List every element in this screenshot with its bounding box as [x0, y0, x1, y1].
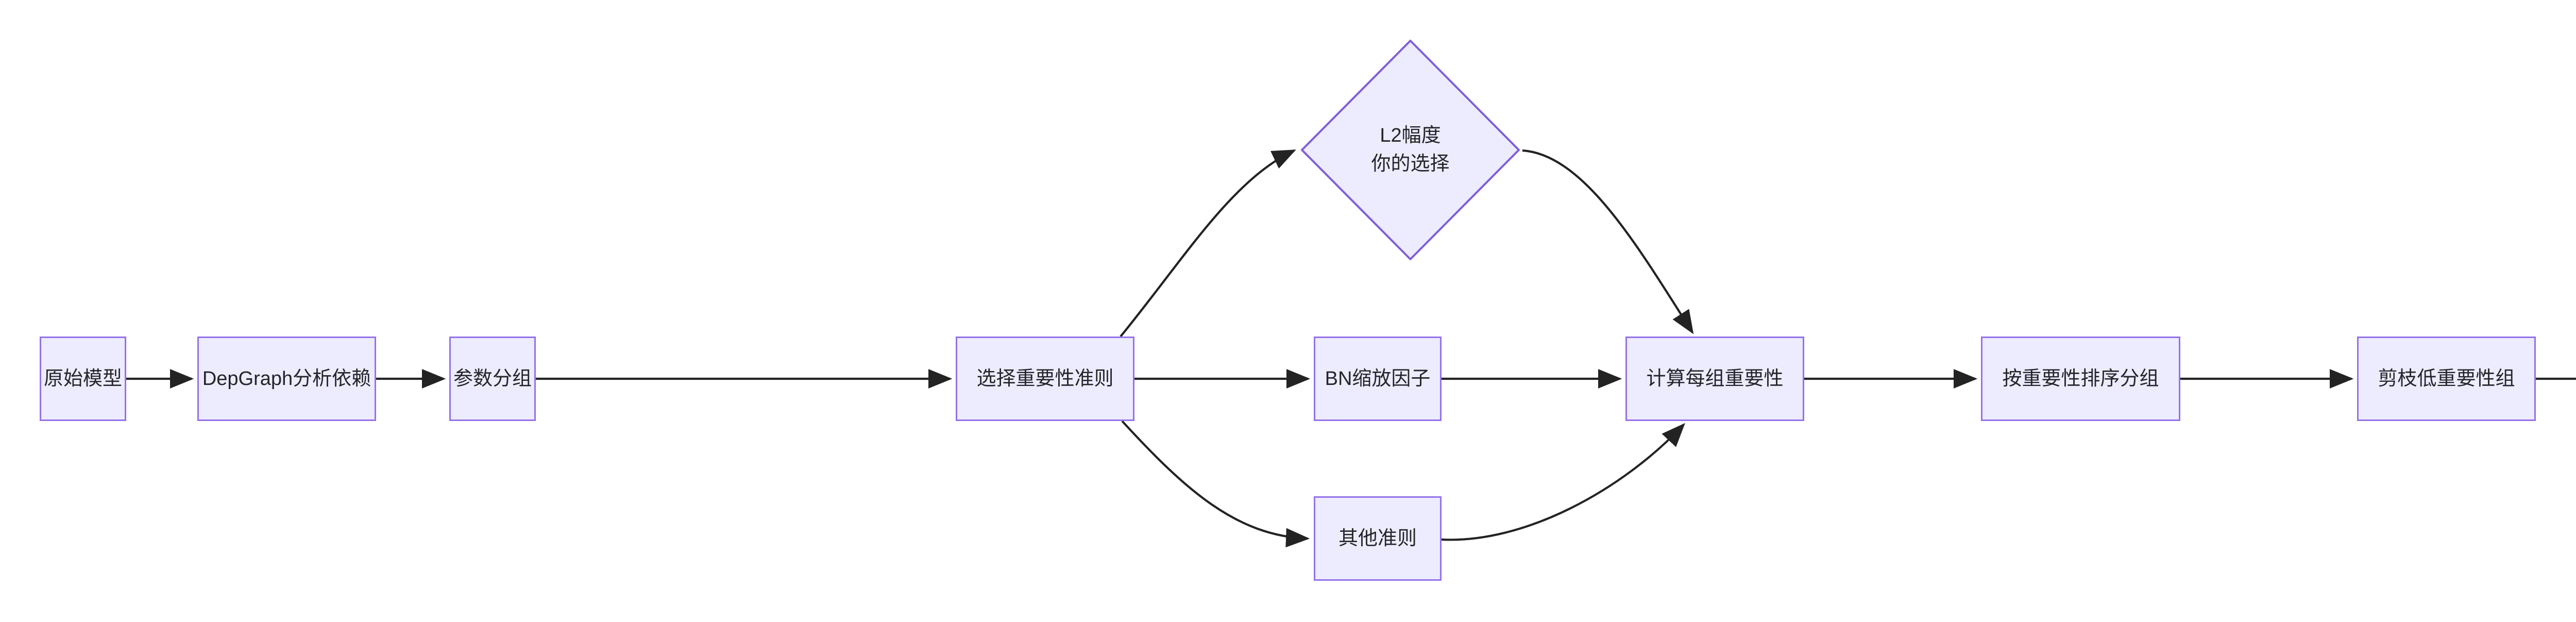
diamond-label-line-2: 你的选择 [1371, 153, 1450, 175]
edge-n5-n8 [1522, 149, 1694, 334]
node-l2-magnitude-decision[interactable]: L2幅度 你的选择 [1301, 40, 1520, 260]
node-compute-group-importance[interactable]: 计算每组重要性 [1625, 337, 1804, 421]
edge-n7-n8 [1441, 423, 1685, 541]
node-label: DepGraph分析依赖 [202, 367, 371, 390]
node-other-criteria[interactable]: 其他准则 [1314, 496, 1442, 581]
node-depgraph-analyze-dependency[interactable]: DepGraph分析依赖 [197, 337, 376, 421]
node-sort-groups-by-importance[interactable]: 按重要性排序分组 [1981, 337, 2180, 421]
node-bn-scaling-factor[interactable]: BN缩放因子 [1314, 337, 1442, 421]
edge-n4-n5 [1120, 149, 1296, 338]
node-original-model[interactable]: 原始模型 [40, 337, 126, 421]
node-label: 剪枝低重要性组 [2378, 367, 2515, 390]
node-label: 参数分组 [453, 367, 532, 390]
diamond-shape [1301, 40, 1520, 260]
diamond-label-group: L2幅度 你的选择 [1301, 40, 1520, 260]
node-select-importance-criterion[interactable]: 选择重要性准则 [956, 337, 1134, 421]
node-prune-low-importance-groups[interactable]: 剪枝低重要性组 [2357, 337, 2536, 421]
node-label: BN缩放因子 [1325, 367, 1431, 390]
diamond-label-line-1: L2幅度 [1380, 124, 1441, 146]
node-parameter-grouping[interactable]: 参数分组 [449, 337, 536, 421]
node-label: 原始模型 [43, 367, 122, 390]
node-label: 其他准则 [1338, 527, 1417, 549]
node-label: 选择重要性准则 [976, 367, 1114, 390]
node-label: 计算每组重要性 [1646, 367, 1784, 390]
edge-n4-n7 [1121, 420, 1310, 548]
node-label: 按重要性排序分组 [2002, 367, 2159, 390]
